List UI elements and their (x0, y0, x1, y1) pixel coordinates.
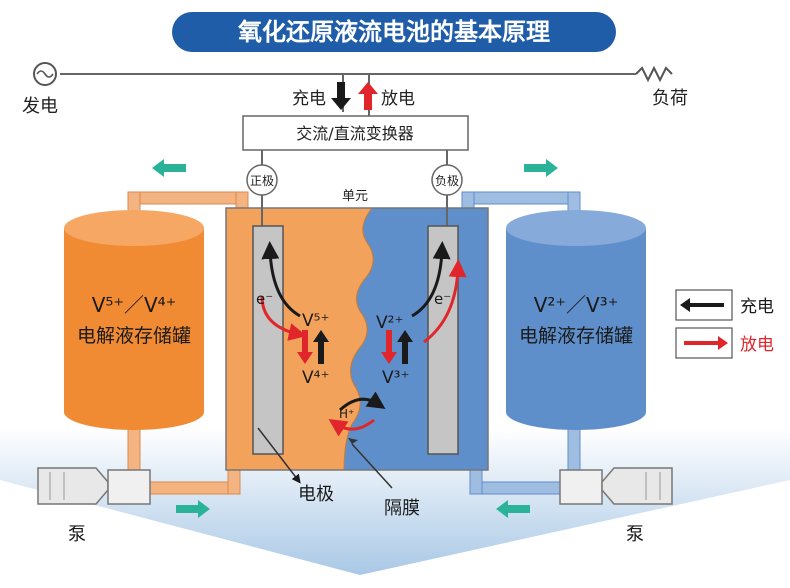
left-pump-label: 泵 (68, 524, 86, 545)
v3-v2-up-arrow (397, 330, 413, 364)
page-title: 氧化还原液流电池的基本原理 (238, 18, 550, 46)
flow-arrow-top-right-icon (524, 159, 558, 177)
right-tank-species: V²⁺／V³⁺ (534, 293, 619, 317)
legend-discharge-arrow-icon (684, 336, 728, 350)
v4-label: V⁴⁺ (302, 368, 329, 388)
power-flow: 充电 放电 (292, 74, 415, 116)
flow-arrows (152, 159, 558, 518)
converter-label: 交流/直流变换器 (296, 124, 413, 143)
v2-label: V²⁺ (376, 313, 403, 333)
v2-v3-down-arrow (381, 330, 397, 364)
reaction-arrows (260, 241, 467, 437)
cell-label: 单元 (342, 189, 368, 204)
v5-v4-down-arrow (297, 330, 313, 364)
discharge-up-arrow (358, 82, 378, 110)
ion-labels: e⁻ V⁵⁺ V⁴⁺ e⁻ V²⁺ V³⁺ H⁺ (256, 290, 451, 421)
v3-label: V³⁺ (382, 368, 409, 388)
legend-discharge-label: 放电 (740, 335, 774, 355)
left-pump-icon (37, 467, 151, 505)
floor-background (0, 428, 790, 575)
flow-arrow-bottom-left-icon (176, 500, 210, 518)
generation-label: 发电 (22, 96, 58, 117)
right-pump-label: 泵 (626, 524, 644, 545)
electrode-label: 电极 (298, 484, 334, 505)
legend-charge-arrow-icon (680, 298, 724, 312)
left-tank: V⁵⁺／V⁴⁺ 电解液存储罐 (64, 210, 204, 430)
v4-v5-up-arrow (313, 330, 329, 364)
membrane-label: 隔膜 (384, 498, 420, 519)
charge-down-arrow (331, 82, 351, 110)
legend: 充电 放电 (675, 289, 774, 359)
electron-right-label: e⁻ (434, 290, 451, 308)
flow-arrow-top-left-icon (152, 159, 186, 177)
electron-left-label: e⁻ (256, 290, 273, 308)
negative-terminal-label: 负极 (435, 174, 459, 188)
load-label: 负荷 (652, 88, 688, 109)
left-pipes (127, 191, 249, 495)
right-pump-icon (559, 467, 673, 505)
flow-arrow-bottom-right-icon (496, 500, 530, 518)
charge-label: 充电 (292, 89, 326, 109)
proton-label: H⁺ (339, 407, 354, 421)
right-tank-label: 电解液存储罐 (519, 325, 633, 347)
title-banner: 氧化还原液流电池的基本原理 (172, 12, 616, 52)
v5-label: V⁵⁺ (302, 311, 329, 331)
right-tank: V²⁺／V³⁺ 电解液存储罐 (506, 210, 646, 430)
left-tank-species: V⁵⁺／V⁴⁺ (92, 293, 177, 317)
power-line: 发电 负荷 (22, 62, 688, 117)
resistor-load-icon (635, 65, 673, 83)
negative-electrode (427, 225, 459, 455)
positive-terminal: 正极 (246, 164, 278, 196)
legend-charge-label: 充电 (740, 297, 774, 317)
positive-electrode (252, 225, 284, 455)
negative-terminal: 负极 (431, 164, 463, 196)
discharge-label: 放电 (381, 89, 415, 109)
left-tank-label: 电解液存储罐 (77, 325, 191, 347)
converter-box: 交流/直流变换器 (242, 115, 469, 151)
positive-terminal-label: 正极 (250, 174, 274, 188)
